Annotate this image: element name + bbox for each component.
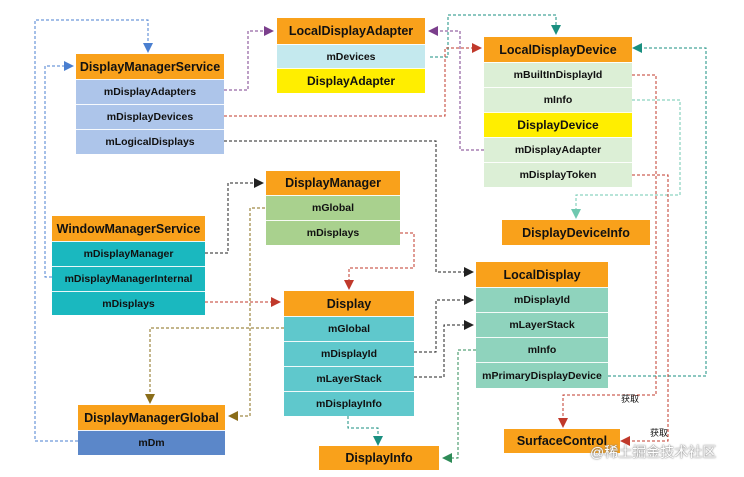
window-manager-service-title: WindowManagerService	[52, 216, 205, 241]
edge-displayid-to-ld	[414, 295, 474, 353]
display-manager-global-title: DisplayManagerGlobal	[78, 405, 225, 430]
window-manager-service-field: mDisplays	[52, 291, 205, 315]
display-field: mGlobal	[284, 316, 414, 341]
edge-builtin-to-sc	[558, 74, 657, 428]
local-display-field: mInfo	[476, 337, 608, 362]
edge-dm-to-dms	[34, 19, 153, 442]
display-manager-field: mDisplays	[266, 220, 400, 245]
display-title: Display	[284, 291, 414, 316]
obtain-label: 获取	[621, 394, 640, 404]
edge-dminternal-to-dms	[44, 61, 74, 278]
local-display-field: mLayerStack	[476, 312, 608, 337]
edge-ldd-info-to-ddi	[571, 99, 681, 219]
edge-devices-to-ldd	[430, 14, 561, 58]
obtain-label: 获取	[650, 428, 669, 438]
display-field: mDisplayInfo	[284, 391, 414, 416]
display-manager-title: DisplayManager	[266, 171, 400, 195]
edge-devadapter-to-lda	[428, 26, 484, 151]
local-display-class: LocalDisplay mDisplayId mLayerStack mInf…	[476, 262, 608, 388]
edge-display-info-to-di	[347, 416, 383, 446]
display-field: mLayerStack	[284, 366, 414, 391]
display-manager-global-class: DisplayManagerGlobal mDm	[78, 405, 225, 455]
edge-displaydevices-to-ldd	[224, 43, 482, 117]
edge-wms-dm-to-dm	[205, 178, 264, 254]
local-display-field: mPrimaryDisplayDevice	[476, 362, 608, 388]
local-display-adapter-class: LocalDisplayAdapter mDevices DisplayAdap…	[277, 18, 425, 93]
surface-control-class: SurfaceControl	[504, 429, 620, 453]
local-display-device-class: LocalDisplayDevice mBuiltInDisplayId mIn…	[484, 37, 632, 187]
edge-token-to-sc	[620, 174, 669, 446]
local-display-device-field: mDisplayAdapter	[484, 137, 632, 162]
display-manager-service-class: DisplayManagerService mDisplayAdapters m…	[76, 54, 224, 154]
display-manager-class: DisplayManager mGlobal mDisplays	[266, 171, 400, 245]
edge-adapters-to-lda	[224, 26, 274, 91]
local-display-adapter-title: LocalDisplayAdapter	[277, 18, 425, 44]
display-manager-service-field: mDisplayAdapters	[76, 79, 224, 104]
display-device-parent: DisplayDevice	[484, 112, 632, 137]
window-manager-service-field: mDisplayManagerInternal	[52, 266, 205, 291]
display-manager-global-field: mDm	[78, 430, 225, 455]
edge-display-global-to-dmg	[145, 327, 284, 404]
display-info-class: DisplayInfo	[319, 446, 439, 470]
edge-dm-global-to-dmg	[228, 207, 265, 421]
display-field: mDisplayId	[284, 341, 414, 366]
local-display-title: LocalDisplay	[476, 262, 608, 287]
edge-layerstack-to-ld	[414, 320, 474, 378]
display-class: Display mGlobal mDisplayId mLayerStack m…	[284, 291, 414, 416]
local-display-device-field: mInfo	[484, 87, 632, 112]
local-display-field: mDisplayId	[476, 287, 608, 312]
display-device-info-class: DisplayDeviceInfo	[502, 220, 650, 245]
edge-ld-info-to-di	[442, 349, 476, 463]
edge-logical-to-localdisplay	[224, 140, 474, 277]
display-manager-service-title: DisplayManagerService	[76, 54, 224, 79]
local-display-device-title: LocalDisplayDevice	[484, 37, 632, 62]
local-display-device-field: mBuiltInDisplayId	[484, 62, 632, 87]
window-manager-service-class: WindowManagerService mDisplayManager mDi…	[52, 216, 205, 315]
window-manager-service-field: mDisplayManager	[52, 241, 205, 266]
watermark-text: @稀土掘金技术社区	[590, 444, 717, 460]
display-manager-service-field: mDisplayDevices	[76, 104, 224, 129]
local-display-adapter-field: mDevices	[277, 44, 425, 68]
display-adapter-parent: DisplayAdapter	[277, 68, 425, 93]
edge-primary-to-ldd	[608, 43, 707, 377]
display-manager-service-field: mLogicalDisplays	[76, 129, 224, 154]
display-manager-field: mGlobal	[266, 195, 400, 220]
edge-dm-displays-to-display	[344, 232, 415, 290]
local-display-device-field: mDisplayToken	[484, 162, 632, 187]
